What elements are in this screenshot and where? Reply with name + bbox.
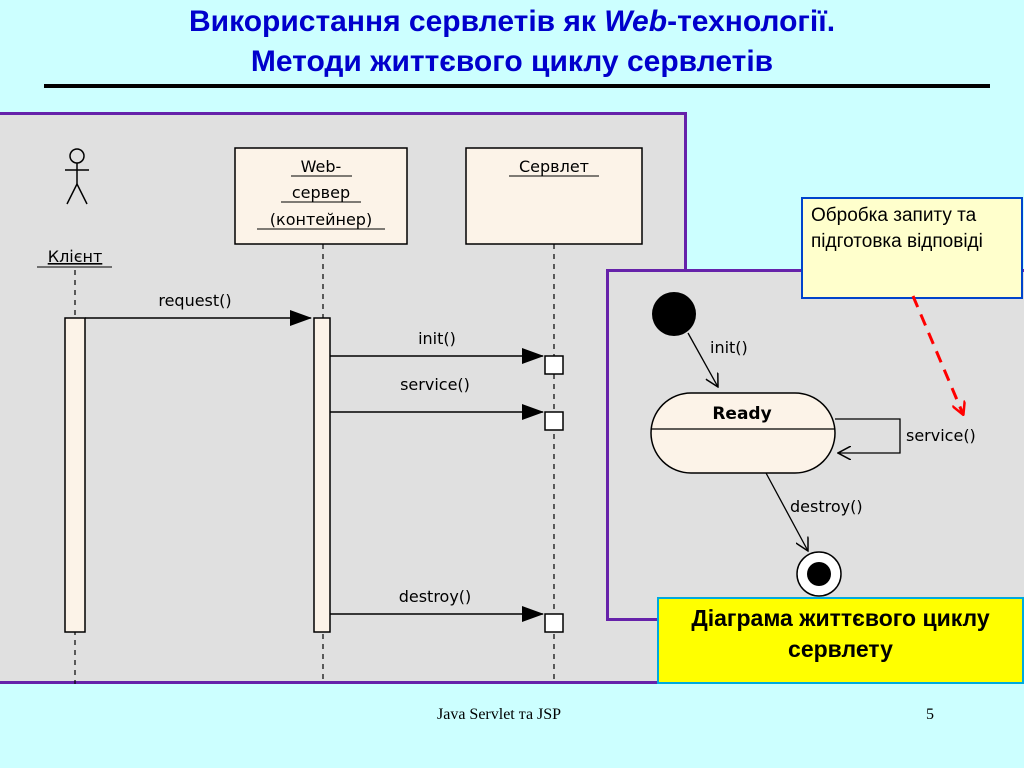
state-destroy-label: destroy() bbox=[790, 497, 863, 516]
state-init-label: init() bbox=[710, 338, 748, 357]
actor-label: Клієнт bbox=[48, 247, 103, 266]
footer-text: Java Servlet та JSP bbox=[437, 706, 562, 723]
web-server-label-3: (контейнер) bbox=[270, 210, 372, 229]
servlet-activation-init bbox=[544, 355, 564, 375]
slide-title: Використання сервлетів як Web-технології… bbox=[0, 0, 1024, 82]
title-rule bbox=[44, 84, 990, 88]
web-server-label-1: Web- bbox=[301, 157, 342, 176]
state-diagram-panel: init() Ready service() destroy() bbox=[606, 269, 1024, 621]
web-server-activation bbox=[313, 317, 331, 633]
title-line-1-prefix: Використання сервлетів як bbox=[188, 5, 605, 38]
servlet-box bbox=[465, 147, 643, 245]
diagram-caption: Діаграма життєвого циклу сервлету bbox=[657, 597, 1024, 684]
destroy-label: destroy() bbox=[399, 587, 472, 606]
title-line-2: Методи життєвого циклу сервлетів bbox=[250, 45, 774, 78]
page-number: 5 bbox=[926, 706, 934, 723]
web-server-label-2: сервер bbox=[292, 183, 350, 202]
web-server-box bbox=[234, 147, 408, 245]
actor-icon bbox=[65, 148, 89, 205]
title-line-1: Використання сервлетів як Web-технології… bbox=[0, 2, 1024, 42]
ready-state bbox=[650, 392, 836, 474]
title-line-1-suffix: -технології. bbox=[667, 5, 836, 38]
state-diagram: init() Ready service() destroy() bbox=[650, 292, 976, 597]
sequence-diagram-panel: Клієнт Web- сервер (контейнер) Сервлет r… bbox=[0, 112, 687, 684]
callout-box: Обробка запиту та підготовка відповіді bbox=[801, 197, 1023, 299]
sequence-diagram: Клієнт Web- сервер (контейнер) Сервлет r… bbox=[37, 147, 643, 684]
service-label: service() bbox=[400, 375, 470, 394]
callout-text: Обробка запиту та підготовка відповіді bbox=[811, 205, 983, 252]
final-state-inner bbox=[807, 562, 831, 586]
ready-state-label: Ready bbox=[712, 404, 771, 424]
service-self-transition bbox=[835, 418, 901, 453]
client-activation bbox=[64, 317, 86, 633]
title-line-1-web: Web bbox=[604, 5, 668, 38]
init-transition bbox=[687, 332, 718, 387]
state-service-label: service() bbox=[906, 426, 976, 445]
destroy-transition bbox=[765, 472, 808, 551]
init-label: init() bbox=[418, 329, 456, 348]
caption-text: Діаграма життєвого циклу сервлету bbox=[691, 605, 990, 662]
servlet-activation-destroy bbox=[544, 613, 564, 633]
request-label: request() bbox=[158, 291, 231, 310]
servlet-activation-service bbox=[544, 411, 564, 431]
servlet-label: Сервлет bbox=[519, 157, 589, 176]
initial-state bbox=[652, 292, 696, 336]
